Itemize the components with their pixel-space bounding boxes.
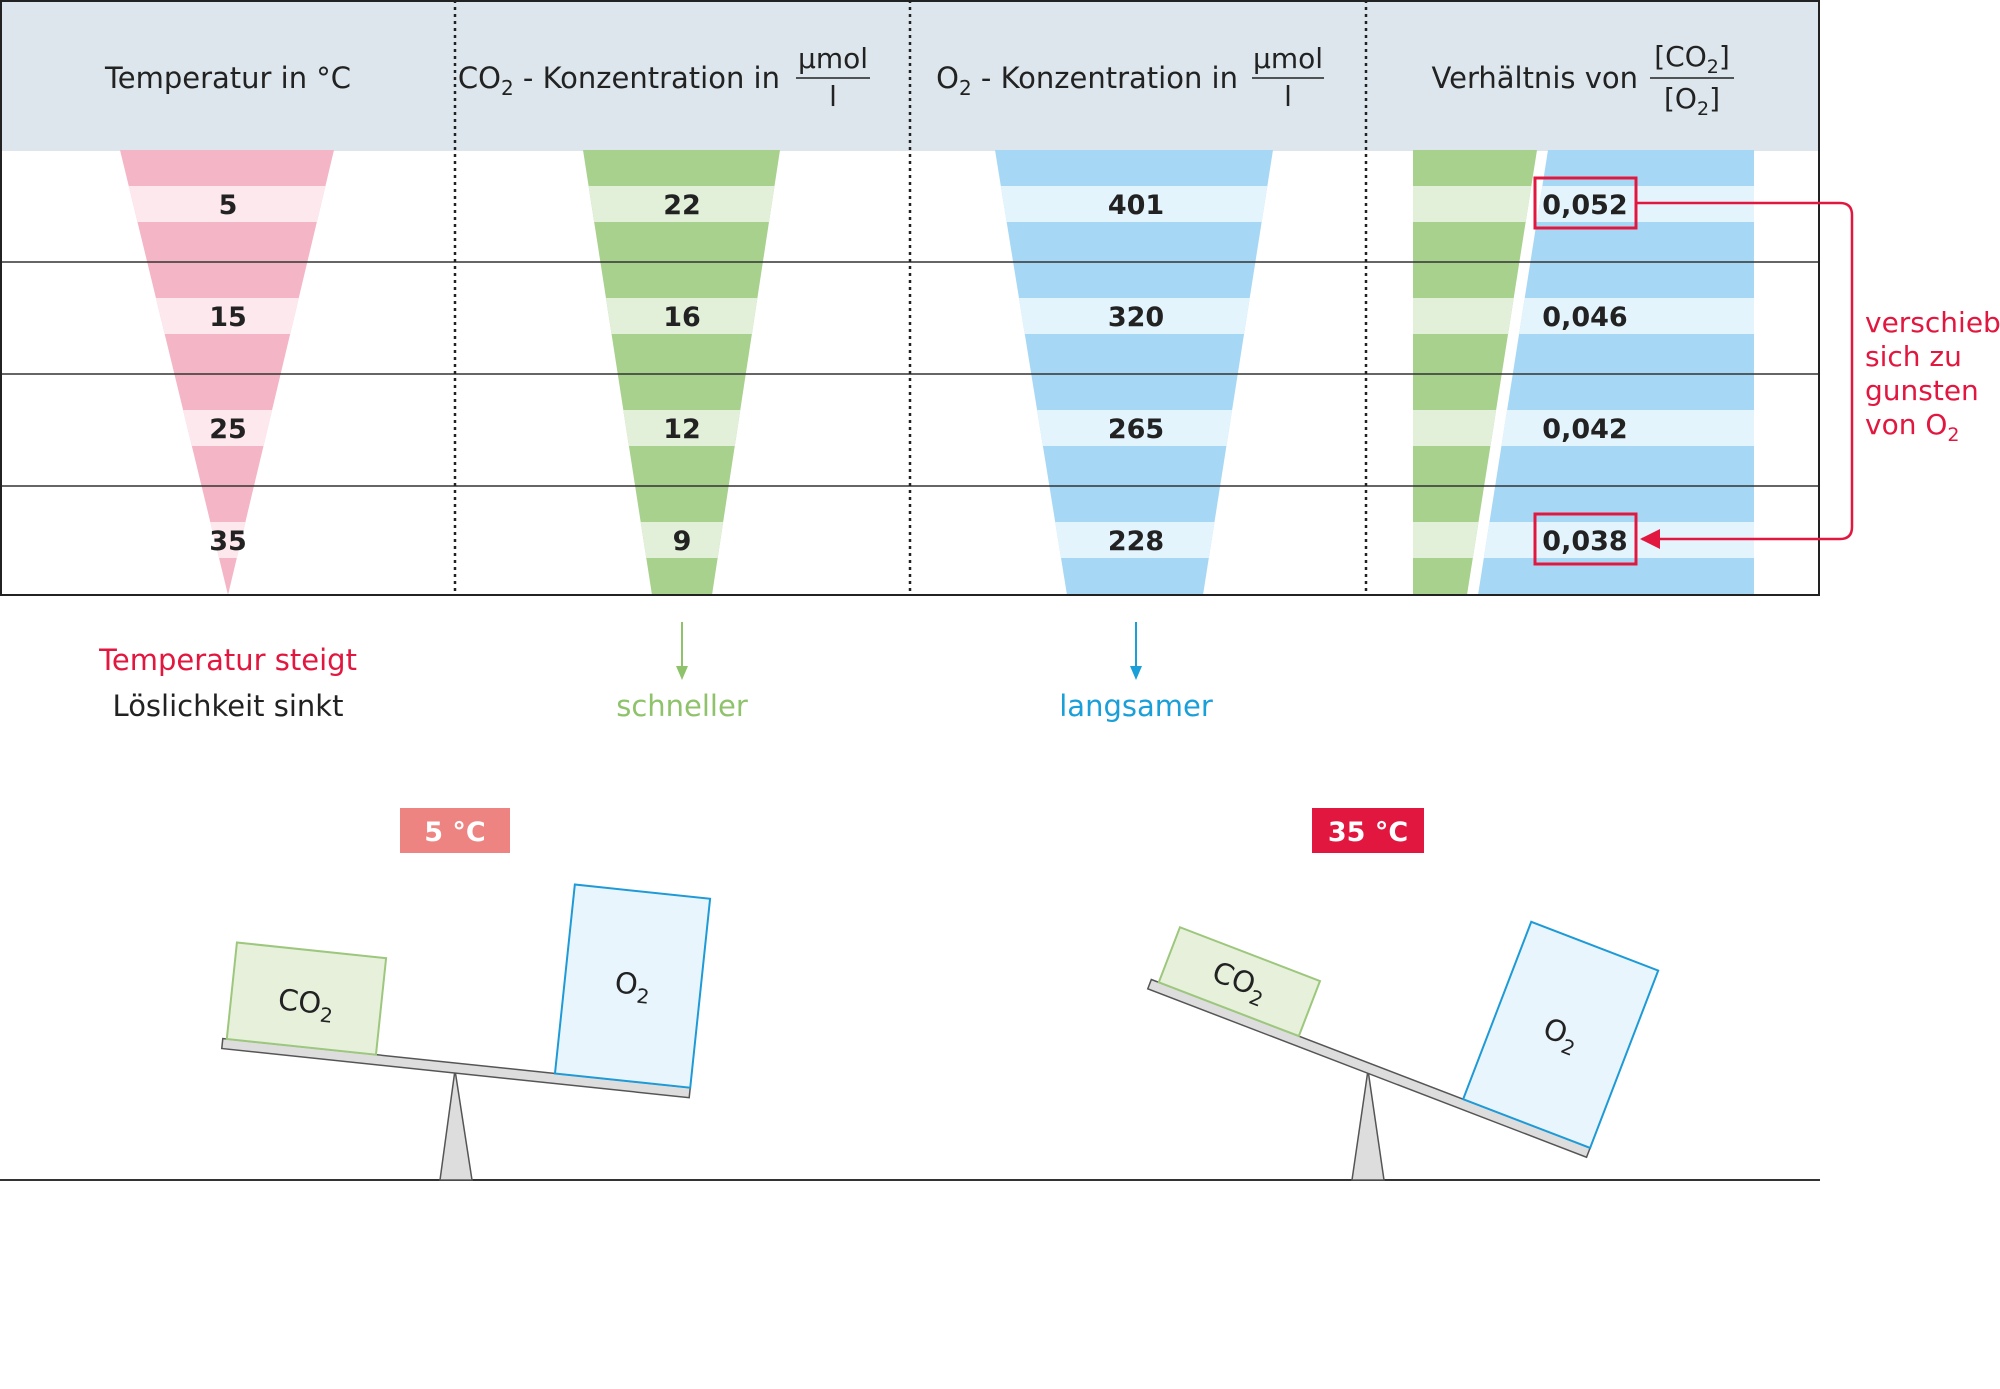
co2-weight-box: CO2	[1157, 925, 1322, 1038]
svg-text:l: l	[829, 80, 837, 113]
svg-text:gunsten: gunsten	[1865, 374, 1979, 407]
svg-text:[CO2]: [CO2]	[1654, 40, 1730, 78]
temperature-tag-35: 35 °C	[1312, 808, 1424, 853]
svg-text:[O2]: [O2]	[1664, 82, 1720, 120]
temperature-cell: 35	[209, 526, 247, 557]
svg-text:Verhältnis von: Verhältnis von	[1432, 61, 1638, 95]
svg-text:35 °C: 35 °C	[1328, 817, 1408, 848]
table-row: 15 16 320 0,046	[209, 302, 1627, 333]
balance-right: CO2 O2	[1146, 920, 1660, 1181]
temperature-cell: 5	[219, 190, 238, 221]
svg-text:µmol: µmol	[1253, 42, 1323, 75]
ratio-highlight-bottom	[1533, 512, 1638, 566]
temperature-rises-label: Temperatur steigt	[98, 643, 357, 677]
temperature-cell: 15	[209, 302, 247, 333]
table-body: 5 22 401 0,052 15 16 320 0,046 25 12 265…	[209, 190, 1627, 557]
co2-cell: 12	[663, 414, 701, 445]
balance-plank	[1146, 978, 1592, 1159]
svg-text:verschiebt: verschiebt	[1865, 306, 2000, 339]
table-row: 35 9 228 0,038	[209, 526, 1627, 557]
o2-cell: 320	[1108, 302, 1164, 333]
balance-fulcrum	[439, 1069, 473, 1181]
table-row: 25 12 265 0,042	[209, 414, 1627, 445]
co2-weight-box: CO2	[225, 941, 388, 1056]
shift-arrow	[1637, 201, 1854, 549]
svg-text:sich zu: sich zu	[1865, 340, 1962, 373]
balance-left: CO2 O2	[220, 883, 712, 1181]
svg-text:5 °C: 5 °C	[424, 817, 486, 848]
o2-cell: 228	[1108, 526, 1164, 557]
temperature-cell: 25	[209, 414, 247, 445]
svg-text:O2 - Konzentration in: O2 - Konzentration in	[936, 61, 1238, 100]
ratio-cell: 0,042	[1542, 414, 1627, 445]
svg-text:CO2 - Konzentration in: CO2 - Konzentration in	[458, 61, 780, 100]
o2-weight-box: O2	[553, 883, 712, 1089]
svg-text:CO2: CO2	[276, 982, 336, 1028]
header-ratio: Verhältnis von [CO2] [O2]	[1432, 40, 1734, 120]
svg-text:µmol: µmol	[798, 42, 868, 75]
header-temperature: Temperatur in °C	[104, 61, 351, 95]
co2-trend-arrow-icon	[676, 622, 688, 680]
o2-trend-arrow-icon	[1130, 622, 1142, 680]
svg-text:l: l	[1284, 80, 1292, 113]
ratio-cell: 0,052	[1542, 190, 1627, 221]
co2-cell: 16	[663, 302, 701, 333]
o2-funnel	[995, 150, 1273, 595]
ratio-cell: 0,038	[1542, 526, 1627, 557]
ratio-cell: 0,046	[1542, 302, 1627, 333]
balance-plank	[220, 1037, 692, 1099]
o2-weight-box: O2	[1461, 920, 1660, 1150]
temperature-tag-5: 5 °C	[400, 808, 510, 853]
header-o2: O2 - Konzentration in µmol l	[936, 42, 1324, 113]
svg-text:von O2: von O2	[1865, 408, 1959, 446]
co2-cell: 9	[673, 526, 692, 557]
o2-cell: 265	[1108, 414, 1164, 445]
column-dividers	[453, 0, 1368, 596]
o2-trend-label: langsamer	[1059, 689, 1213, 723]
table-row: 5 22 401 0,052	[219, 190, 1628, 221]
header-co2: CO2 - Konzentration in µmol l	[458, 42, 870, 113]
shift-annotation: verschiebt sich zu gunsten von O2	[1865, 306, 2000, 446]
ratio-highlight-top	[1533, 176, 1638, 230]
balance-fulcrum	[1351, 1069, 1385, 1181]
o2-cell: 401	[1108, 190, 1164, 221]
co2-cell: 22	[663, 190, 701, 221]
co2-trend-label: schneller	[616, 689, 748, 723]
solubility-falls-label: Löslichkeit sinkt	[113, 689, 344, 723]
table-border	[0, 0, 1820, 596]
svg-text:O2: O2	[613, 965, 653, 1008]
